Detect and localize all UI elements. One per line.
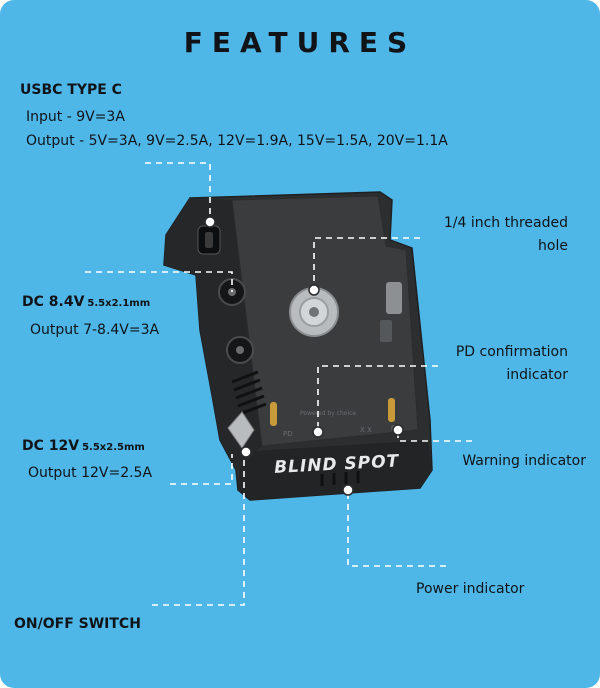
dc12-output-spec: Output 12V=2.5A — [28, 465, 153, 481]
callout-switch-line — [152, 452, 245, 606]
dot-power — [342, 484, 354, 496]
dc12-heading-text: DC 12V — [22, 438, 80, 454]
power-label: Power indicator — [416, 581, 525, 597]
device-front-face — [238, 440, 432, 500]
callout-dots — [204, 216, 404, 496]
usbc-input-spec: Input - 9V=3A — [26, 109, 125, 125]
dot-threaded — [308, 284, 320, 296]
rail-clip-upper — [386, 282, 402, 314]
features-title: FEATURES — [183, 26, 417, 59]
dot-warning — [392, 424, 404, 436]
device-small-pd-text: PD — [283, 430, 293, 438]
callout-threaded-line — [313, 237, 420, 288]
usbc-port-tongue — [205, 232, 213, 248]
threaded-label-line1: 1/4 inch threaded — [443, 215, 568, 231]
dc12-jack-pin — [236, 346, 244, 354]
dc84-heading-text: DC 8.4V — [22, 294, 85, 310]
usbc-heading: USBC TYPE C — [20, 82, 122, 98]
pd-label-line2: indicator — [506, 367, 568, 383]
warning-label: Warning indicator — [462, 453, 586, 469]
dc12-size: 5.5x2.5mm — [82, 442, 145, 453]
vent-grill — [231, 370, 267, 416]
usbc-output-spec: Output - 5V=3A, 9V=2.5A, 12V=1.9A, 15V=1… — [26, 133, 448, 149]
callout-dc12-line — [170, 454, 233, 485]
device-small-top-text: Powered by choice — [300, 410, 356, 417]
callout-usbc-line — [145, 162, 211, 220]
dot-dc12 — [240, 446, 252, 458]
threaded-mount-hole — [309, 307, 319, 317]
pd-label-line1: PD confirmation — [455, 344, 568, 360]
dot-pd — [312, 426, 324, 438]
dot-usbc — [204, 216, 216, 228]
callout-power-line — [347, 492, 446, 567]
switch-label: ON/OFF SWITCH — [14, 616, 141, 632]
battery-contact-right — [388, 398, 395, 422]
dc84-output-spec: Output 7-8.4V=3A — [30, 322, 160, 338]
device-small-x-text: X X — [360, 426, 372, 434]
on-off-switch — [227, 411, 255, 449]
device-left-side — [164, 198, 262, 470]
battery-contact-left — [270, 402, 277, 426]
threaded-label-line2: hole — [538, 238, 568, 254]
callout-dc84-line — [85, 271, 233, 292]
rail-clip-lower — [380, 320, 392, 342]
dc84-size: 5.5x2.1mm — [87, 298, 151, 309]
power-indicator-slots — [320, 471, 360, 486]
